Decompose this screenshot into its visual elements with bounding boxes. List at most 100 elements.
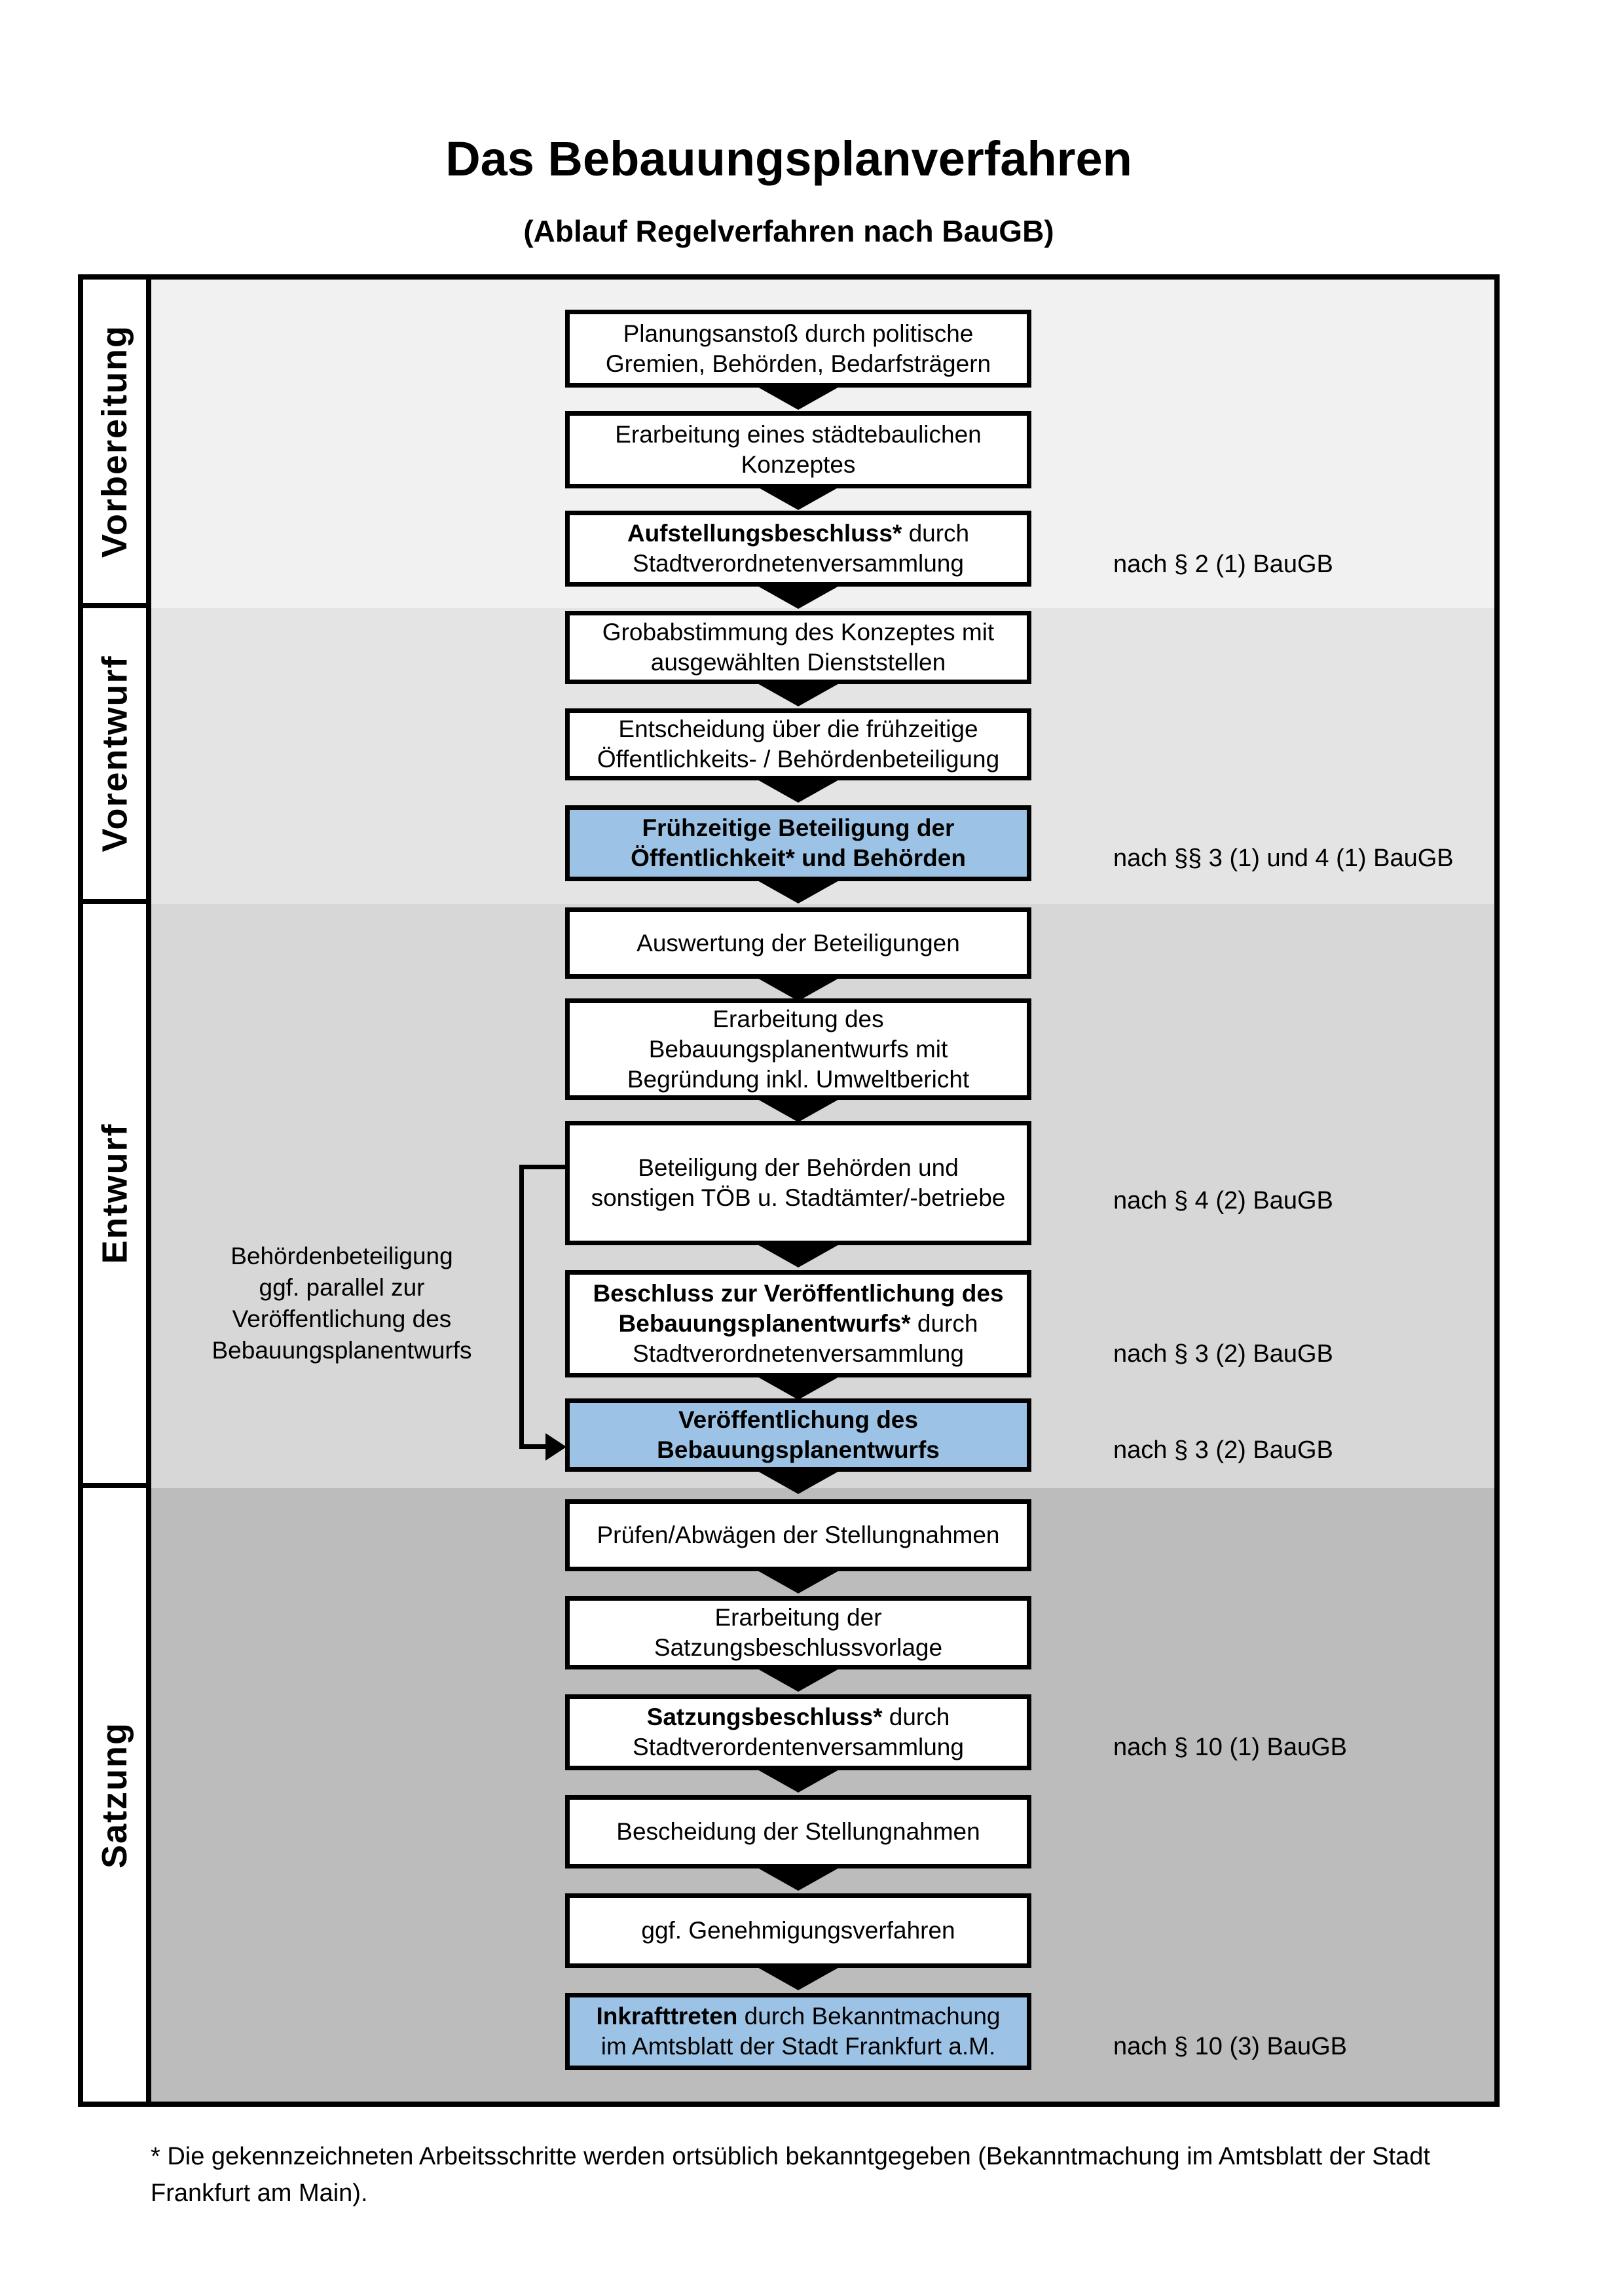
flow-arrow-down-icon	[756, 1769, 840, 1793]
procedure-diagram: Vorbereitung Vorentwurf Entwurf Satzung …	[78, 274, 1500, 2107]
flow-box-text-line: Satzungsbeschluss* durch	[647, 1702, 950, 1732]
flow-box-text-line: Erarbeitung des	[712, 1004, 883, 1034]
flow-box-text-line: im Amtsblatt der Stadt Frankfurt a.M.	[601, 2032, 995, 2062]
page-title: Das Bebauungsplanverfahren	[445, 132, 1132, 186]
flow-arrow-down-icon	[756, 779, 840, 803]
side-note-line: Bebauungsplanentwurfs	[212, 1337, 472, 1364]
side-note-line: Veröffentlichung des	[232, 1305, 452, 1332]
text-segment: Bebauungsplanentwurfs	[657, 1436, 940, 1463]
flow-arrow-down-icon	[756, 486, 840, 510]
flow-arrow-down-icon	[756, 386, 840, 410]
flow-box-text-line: Grobabstimmung des Konzeptes mit	[602, 617, 994, 647]
flow-box-text-line: Konzeptes	[741, 450, 856, 480]
flow-box-text-line: Stadtverordnetenversammlung	[633, 549, 964, 579]
side-note: Behördenbeteiligung ggf. parallel zur Ve…	[149, 1241, 535, 1366]
flow-box-text-line: Planungsanstoß durch politische	[623, 319, 974, 349]
text-segment: Erarbeitung der	[714, 1604, 882, 1631]
text-segment: Beteiligung der Behörden und	[638, 1154, 959, 1181]
text-segment: Stadtverordnetenversammlung	[633, 550, 964, 577]
text-segment: Inkrafttreten	[596, 2003, 738, 2030]
text-segment: Grobabstimmung des Konzeptes mit	[602, 619, 995, 646]
text-segment: im Amtsblatt der Stadt Frankfurt a.M.	[600, 2033, 996, 2060]
footnote: * Die gekennzeichneten Arbeitsschritte w…	[151, 2143, 1430, 2207]
flow-box-pruefen-abwaegen-stellungnahmen: Prüfen/Abwägen der Stellungnahmen	[565, 1499, 1031, 1571]
flow-arrow-down-icon	[756, 1376, 840, 1400]
phase-label: Satzung	[95, 1721, 134, 1868]
text-segment: Öffentlichkeit* und Behörden	[631, 845, 966, 871]
phase-label: Vorentwurf	[95, 655, 134, 852]
phase-label: Vorbereitung	[95, 324, 135, 558]
text-segment: Satzungsbeschluss*	[646, 1704, 883, 1730]
text-segment: Prüfen/Abwägen der Stellungnahmen	[597, 1522, 1000, 1548]
text-segment: Stadtverordentenversammlung	[633, 1734, 964, 1760]
text-segment: Veröffentlichung des	[678, 1406, 918, 1433]
flow-box-text-line: Begründung inkl. Umweltbericht	[627, 1065, 969, 1095]
text-segment: sonstigen TÖB u. Stadtämter/-betriebe	[591, 1184, 1006, 1211]
flow-box-text-line: Frühzeitige Beteiligung der	[642, 813, 955, 843]
text-segment: Planungsanstoß durch politische	[623, 319, 974, 347]
flow-box-text-line: Veröffentlichung des	[678, 1405, 918, 1435]
text-segment: Beschluss zur Veröffentlichung des	[593, 1280, 1004, 1307]
text-segment: ausgewählten Dienststellen	[650, 649, 946, 676]
flow-box-text-line: Aufstellungsbeschluss* durch	[627, 519, 969, 549]
flow-arrow-down-icon	[756, 1668, 840, 1692]
legal-reference: nach § 10 (1) BauGB	[1113, 1734, 1347, 1761]
connector-line-vertical	[519, 1165, 524, 1449]
flow-arrow-down-icon	[756, 880, 840, 903]
phase-label-cell-satzung: Satzung	[83, 1488, 151, 2102]
flow-arrow-down-icon	[756, 1244, 840, 1267]
flow-box-ggf-genehmigungsverfahren: ggf. Genehmigungsverfahren	[565, 1893, 1031, 1968]
flow-box-text-line: Beschluss zur Veröffentlichung des	[593, 1279, 1003, 1309]
text-segment: Entscheidung über die frühzeitige	[618, 716, 978, 742]
text-segment: Gremien, Behörden, Bedarfsträgern	[605, 350, 991, 377]
flow-arrow-down-icon	[756, 1099, 840, 1122]
text-segment: durch	[902, 520, 970, 547]
text-segment: Erarbeitung eines städtebaulichen	[615, 421, 982, 448]
flow-box-text-line: Auswertung der Beteiligungen	[637, 928, 960, 958]
phase-label-cell-vorentwurf: Vorentwurf	[83, 608, 151, 904]
connector-line-top	[519, 1165, 565, 1169]
flow-box-text-line: Beteiligung der Behörden und	[638, 1153, 959, 1183]
flow-box-text-line: Satzungsbeschlussvorlage	[654, 1633, 942, 1663]
text-segment: durch	[910, 1310, 978, 1337]
text-segment: Begründung inkl. Umweltbericht	[627, 1065, 970, 1093]
side-note-line: Behördenbeteiligung	[231, 1243, 453, 1269]
legal-reference: nach §§ 3 (1) und 4 (1) BauGB	[1113, 845, 1454, 872]
flow-box-text-line: Gremien, Behörden, Bedarfsträgern	[606, 349, 991, 379]
flow-arrow-down-icon	[756, 1967, 840, 1990]
flow-box-text-line: Bescheidung der Stellungnahmen	[616, 1817, 980, 1847]
flow-box-text-line: Bebauungsplanentwurfs	[657, 1435, 940, 1465]
connector-line-bottom	[519, 1444, 549, 1449]
legal-reference: nach § 10 (3) BauGB	[1113, 2033, 1347, 2060]
text-segment: Satzungsbeschlussvorlage	[654, 1634, 943, 1661]
flow-box-auswertung-beteiligungen: Auswertung der Beteiligungen	[565, 907, 1031, 979]
text-segment: durch	[882, 1704, 950, 1730]
text-segment: Bescheidung der Stellungnahmen	[616, 1818, 980, 1845]
connector-arrow-right-icon	[545, 1433, 566, 1461]
flow-box-inkrafttreten: Inkrafttreten durch Bekanntmachung im Amt…	[565, 1993, 1031, 2070]
flow-box-text-line: Stadtverordnetenversammlung	[633, 1339, 964, 1369]
flow-box-text-line: Bebauungsplanentwurfs mit	[649, 1034, 948, 1065]
text-segment: durch Bekanntmachung	[737, 2003, 1001, 2030]
flow-box-grobabstimmung: Grobabstimmung des Konzeptes mit ausgewäh…	[565, 611, 1031, 684]
flow-box-text-line: Stadtverordentenversammlung	[633, 1732, 964, 1762]
page-subtitle: (Ablauf Regelverfahren nach BauGB)	[523, 214, 1054, 248]
flow-arrow-down-icon	[756, 1867, 840, 1891]
text-segment: Bebauungsplanentwurfs mit	[648, 1035, 948, 1063]
flow-box-text-line: Bebauungsplanentwurfs* durch	[619, 1309, 978, 1339]
text-segment: Aufstellungsbeschluss*	[627, 520, 902, 547]
phase-label-cell-vorbereitung: Vorbereitung	[83, 280, 151, 608]
text-segment: Auswertung der Beteiligungen	[637, 929, 960, 957]
text-segment: ggf. Genehmigungsverfahren	[641, 1917, 955, 1944]
flow-box-text-line: ggf. Genehmigungsverfahren	[641, 1916, 955, 1946]
